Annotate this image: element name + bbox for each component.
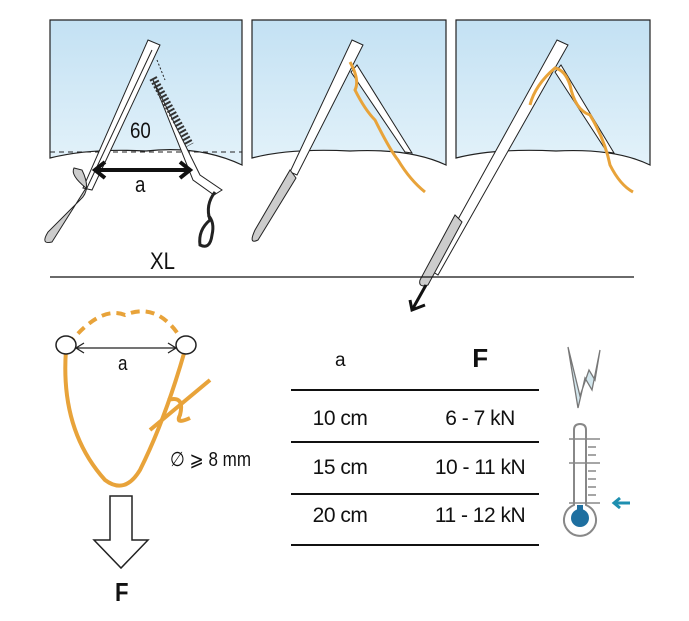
angle-label: 60 bbox=[130, 118, 151, 143]
force-label: F bbox=[115, 577, 129, 607]
panel-thread-cord bbox=[408, 19, 651, 313]
row-1-f: 6 - 7 kN bbox=[445, 407, 515, 430]
loop-distance-label: a bbox=[118, 353, 128, 375]
distance-label: a bbox=[135, 172, 146, 197]
row-1-a: 10 cm bbox=[312, 407, 368, 430]
ice-icon bbox=[567, 346, 601, 409]
row-2-a: 15 cm bbox=[312, 456, 368, 479]
force-arrow bbox=[92, 495, 150, 570]
panel-drill-second-hole bbox=[251, 19, 447, 242]
row-2-f: 10 - 11 kN bbox=[434, 456, 526, 479]
screw-size-label: XL bbox=[150, 248, 175, 275]
cord-diameter-label: ∅ ⩾ 8 mm bbox=[170, 449, 252, 471]
header-a: a bbox=[334, 350, 346, 371]
row-3-a: 20 cm bbox=[312, 504, 368, 527]
row-3-f: 11 - 12 kN bbox=[434, 504, 526, 527]
cold-thermometer-icon bbox=[563, 422, 630, 537]
panel-drill-first-hole bbox=[44, 19, 243, 248]
rope-loop-diagram bbox=[55, 309, 212, 570]
header-f: F bbox=[472, 343, 488, 373]
